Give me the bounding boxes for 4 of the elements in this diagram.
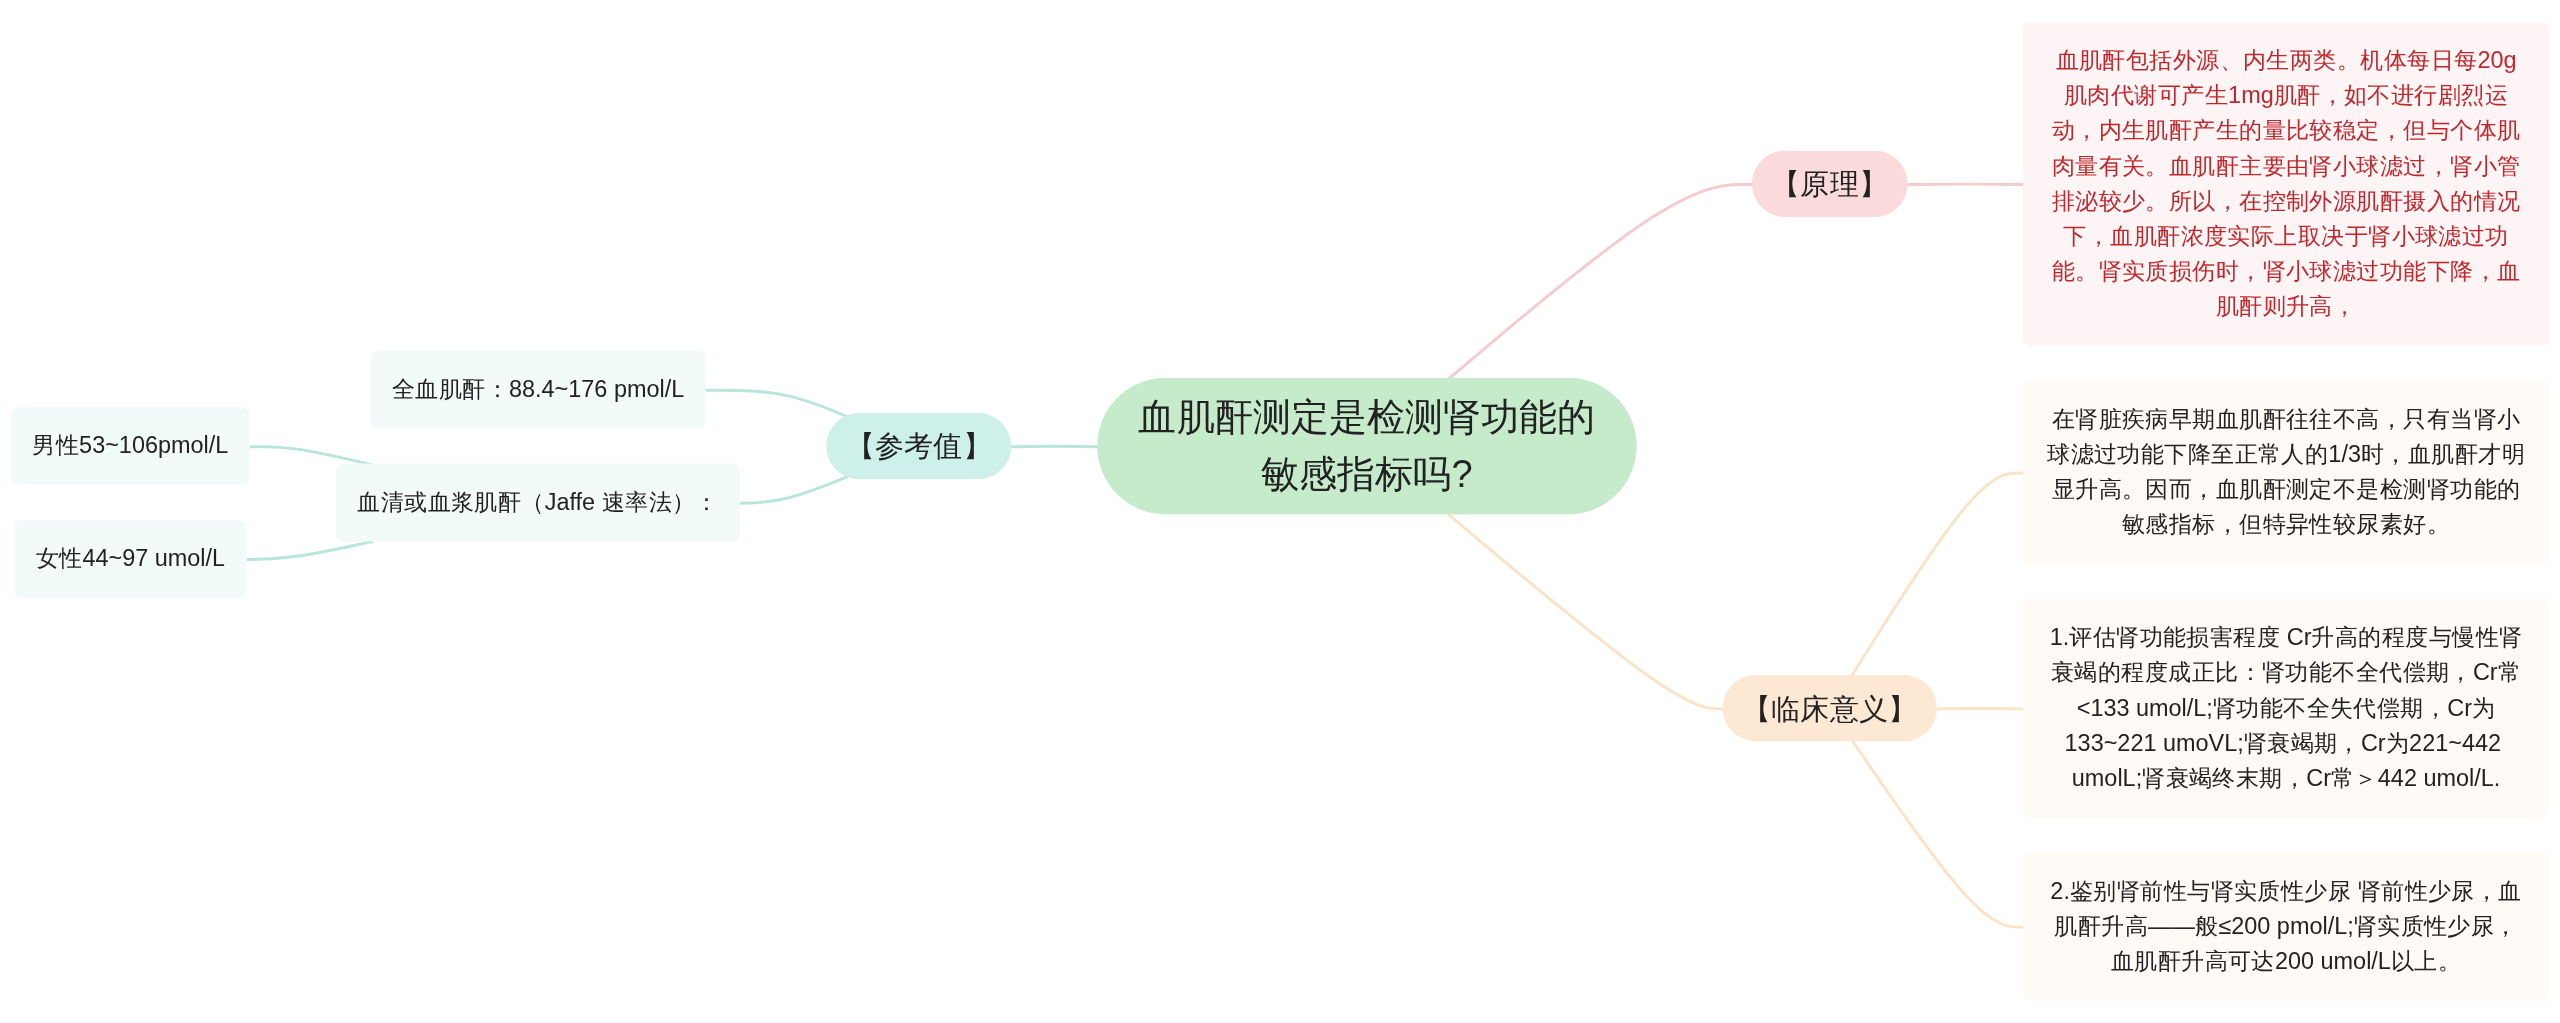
connector bbox=[1011, 445, 1099, 449]
connector bbox=[246, 540, 374, 562]
connector bbox=[740, 475, 849, 505]
connector bbox=[705, 389, 849, 419]
